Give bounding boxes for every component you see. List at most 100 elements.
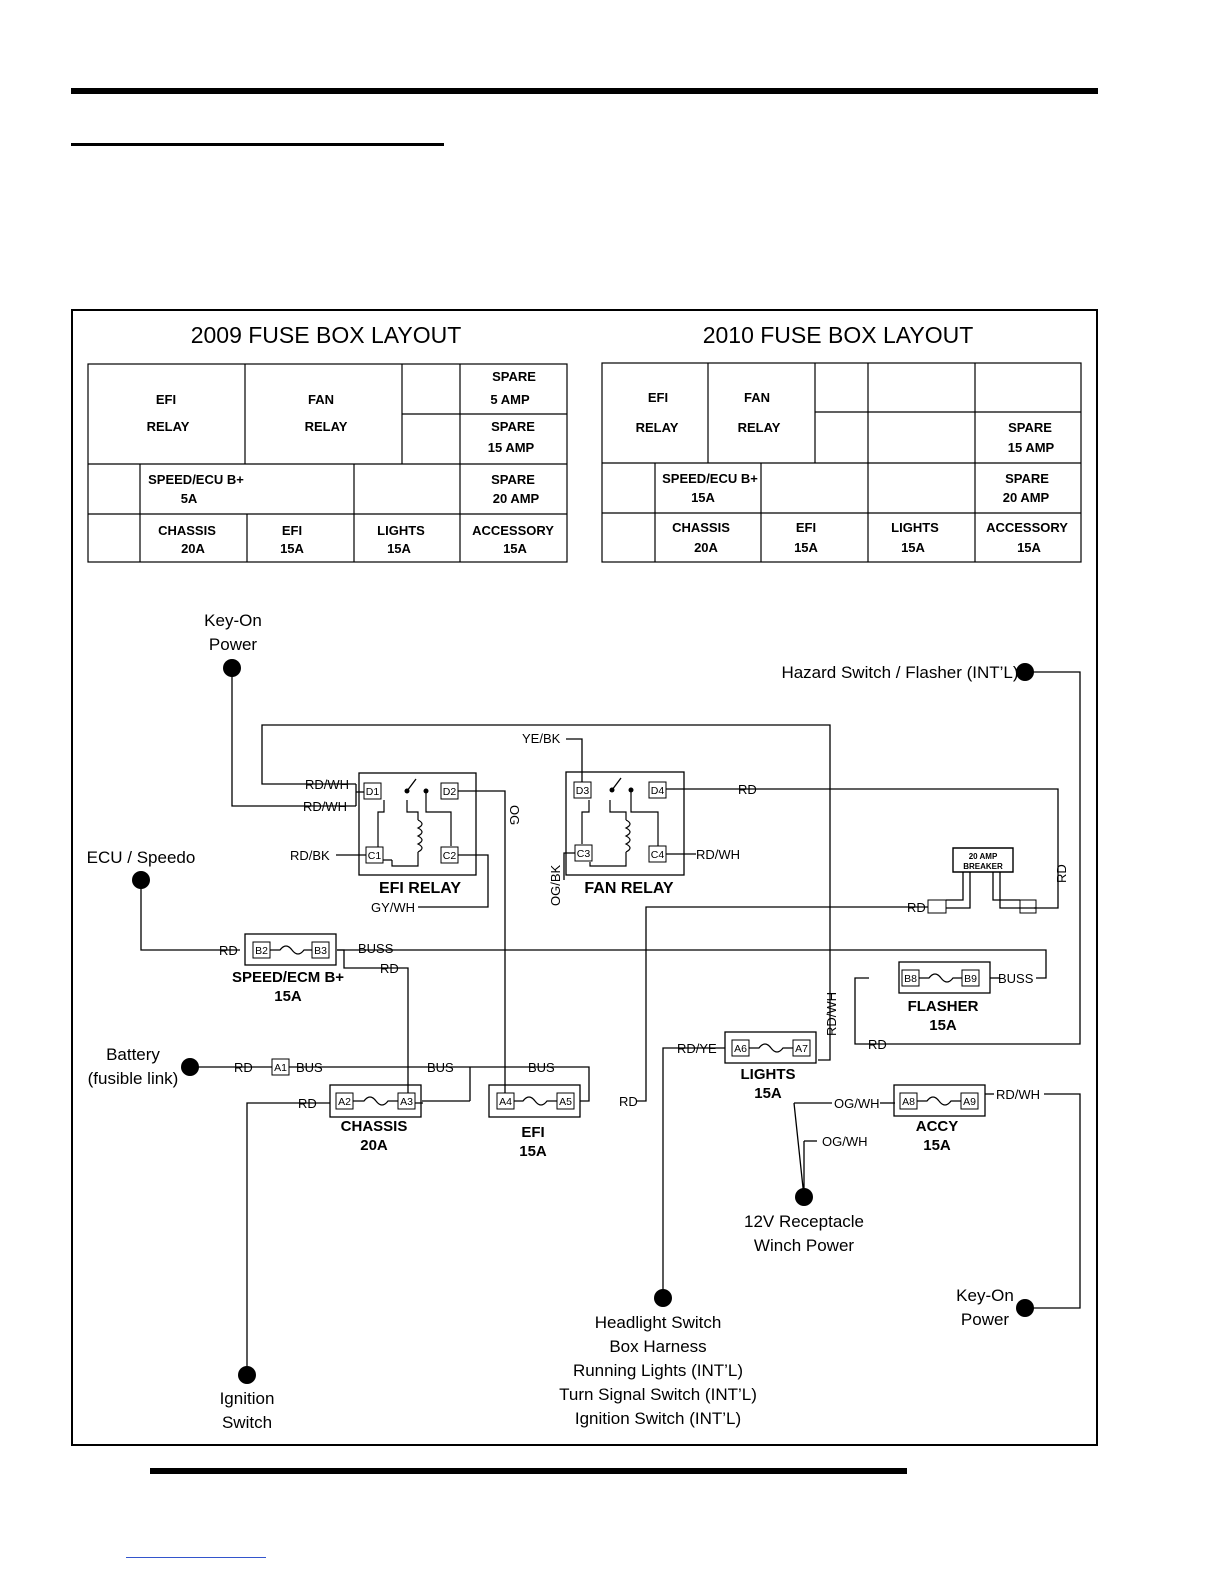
speed-fuse-label: SPEED/ECM B+ xyxy=(232,969,344,986)
battery-link: A1 xyxy=(271,1058,290,1076)
terminal-c1: C1 xyxy=(365,846,384,864)
fan-relay-label: FAN RELAY xyxy=(584,880,674,897)
ignition-label-2: Switch xyxy=(222,1413,272,1432)
svg-text:A9: A9 xyxy=(963,1096,976,1108)
cell-lights-line1: LIGHTS xyxy=(377,523,425,538)
flasher-fuse-rating: 15A xyxy=(929,1017,957,1034)
wire-label: RD xyxy=(298,1096,317,1111)
cell-accessory-line2: 15A xyxy=(503,541,527,556)
cell-speed-line1: SPEED/ECU B+ xyxy=(662,471,758,486)
cell-lights-line1: LIGHTS xyxy=(891,520,939,535)
wire-label: RD xyxy=(868,1037,887,1052)
accy-fuse-rating: 15A xyxy=(923,1137,951,1154)
terminal-d1: D1 xyxy=(363,782,382,800)
fuse-box-layout-2009: 2009 FUSE BOX LAYOUT EFI RELAY FAN RELAY… xyxy=(87,322,568,563)
cell-efi-relay-line1: EFI xyxy=(648,390,668,405)
cell-chassis-line1: CHASSIS xyxy=(158,523,216,538)
terminal-c4: C4 xyxy=(648,845,667,863)
cell-lights-line2: 15A xyxy=(901,540,925,555)
wire-label: RD/WH xyxy=(305,777,349,792)
cell-chassis-line2: 20A xyxy=(181,541,205,556)
battery-label-1: Battery xyxy=(106,1045,160,1064)
headlight-label-1: Headlight Switch xyxy=(595,1313,722,1332)
efi-relay-label: EFI RELAY xyxy=(379,880,461,897)
headlight-label-4: Turn Signal Switch (INT’L) xyxy=(559,1385,757,1404)
fuses: B2 B3 B8 B9 A1 A2 A3 A4 A5 xyxy=(244,933,991,1118)
svg-text:D1: D1 xyxy=(366,786,380,798)
cell-fan-relay-line1: FAN xyxy=(308,392,334,407)
lights-fuse: A6 A7 xyxy=(724,1031,817,1064)
wire-label: YE/BK xyxy=(522,731,561,746)
cell-chassis-line2: 20A xyxy=(694,540,718,555)
ignition-label-1: Ignition xyxy=(220,1389,275,1408)
cell-efi-line2: 15A xyxy=(794,540,818,555)
accy-fuse: A8 A9 xyxy=(893,1084,986,1117)
wire-label: OG xyxy=(507,805,522,825)
wire-label: RD xyxy=(619,1094,638,1109)
efi-relay: EFI RELAY xyxy=(358,772,477,897)
breaker-label-line2: BREAKER xyxy=(963,862,1003,871)
wire-label: OG/WH xyxy=(822,1134,868,1149)
fuse-labels: SPEED/ECM B+ 15A FLASHER 15A CHASSIS 20A… xyxy=(232,969,979,1160)
wire-label: OG/BK xyxy=(548,864,563,906)
header-rule xyxy=(71,88,1098,94)
wire-label: RD/WH xyxy=(696,847,740,862)
cell-fan-relay-line1: FAN xyxy=(744,390,770,405)
wire-label: RD/WH xyxy=(303,799,347,814)
footer-rule xyxy=(150,1468,907,1474)
layout-2010-title: 2010 FUSE BOX LAYOUT xyxy=(703,322,974,348)
wire-labels: RD/WH RD/WH RD/BK GY/WH YE/BK RD RD/WH R… xyxy=(219,731,1069,1149)
svg-text:B8: B8 xyxy=(904,973,917,985)
cell-efi-relay-line1: EFI xyxy=(156,392,176,407)
wire-label: RD/YE xyxy=(677,1041,717,1056)
efi-fuse: A4 A5 xyxy=(488,1084,581,1118)
terminals: D1 D2 C1 C2 D3 D4 C3 C4 xyxy=(363,781,667,864)
wire-label: RD/WH xyxy=(996,1087,1040,1102)
svg-text:A5: A5 xyxy=(559,1096,572,1108)
wire-label: RD/BK xyxy=(290,848,330,863)
speed-fuse-rating: 15A xyxy=(274,988,302,1005)
headlight-label-2: Box Harness xyxy=(609,1337,706,1356)
cell-efi-relay-line2: RELAY xyxy=(636,420,679,435)
cell-fan-relay-line2: RELAY xyxy=(738,420,781,435)
svg-text:C1: C1 xyxy=(368,850,382,862)
terminal-d3: D3 xyxy=(573,781,592,799)
cell-spare15-line1: SPARE xyxy=(1008,420,1052,435)
svg-text:A7: A7 xyxy=(795,1043,808,1055)
flasher-fuse: B8 B9 xyxy=(898,961,991,994)
efi-fuse-label: EFI xyxy=(521,1124,544,1141)
svg-text:B3: B3 xyxy=(314,945,327,957)
cell-accessory-line1: ACCESSORY xyxy=(986,520,1068,535)
flasher-fuse-label: FLASHER xyxy=(908,998,979,1015)
wire-label: RD xyxy=(380,961,399,976)
svg-text:A2: A2 xyxy=(338,1096,351,1108)
section-rule xyxy=(71,143,444,146)
cell-spare15-line1: SPARE xyxy=(491,419,535,434)
circuit-breaker: 20 AMP BREAKER xyxy=(927,847,1037,914)
svg-text:B9: B9 xyxy=(964,973,977,985)
key-on-bottom-dot xyxy=(1016,1299,1034,1317)
key-on-top-label-2: Power xyxy=(209,635,258,654)
key-on-bottom-label-1: Key-On xyxy=(956,1286,1014,1305)
cell-spare20-line1: SPARE xyxy=(1005,471,1049,486)
cell-efi-line1: EFI xyxy=(796,520,816,535)
headlight-label-5: Ignition Switch (INT’L) xyxy=(575,1409,741,1428)
wire-label: RD xyxy=(907,900,926,915)
svg-text:C3: C3 xyxy=(577,848,591,860)
key-on-top-label-1: Key-On xyxy=(204,611,262,630)
receptacle-label-1: 12V Receptacle xyxy=(744,1212,864,1231)
fan-relay: FAN RELAY xyxy=(565,771,685,897)
ecu-speedo-dot xyxy=(132,871,150,889)
accy-fuse-label: ACCY xyxy=(916,1118,959,1135)
svg-text:D3: D3 xyxy=(576,785,590,797)
diagram-frame xyxy=(71,309,1098,1446)
connection-points xyxy=(132,659,1034,1384)
chassis-fuse: A2 A3 xyxy=(329,1084,422,1118)
cell-chassis-line1: CHASSIS xyxy=(672,520,730,535)
svg-text:A3: A3 xyxy=(400,1096,413,1108)
wire-label: BUS xyxy=(296,1060,323,1075)
lights-fuse-label: LIGHTS xyxy=(741,1066,796,1083)
cell-efi-line1: EFI xyxy=(282,523,302,538)
wire-label: RD xyxy=(234,1060,253,1075)
